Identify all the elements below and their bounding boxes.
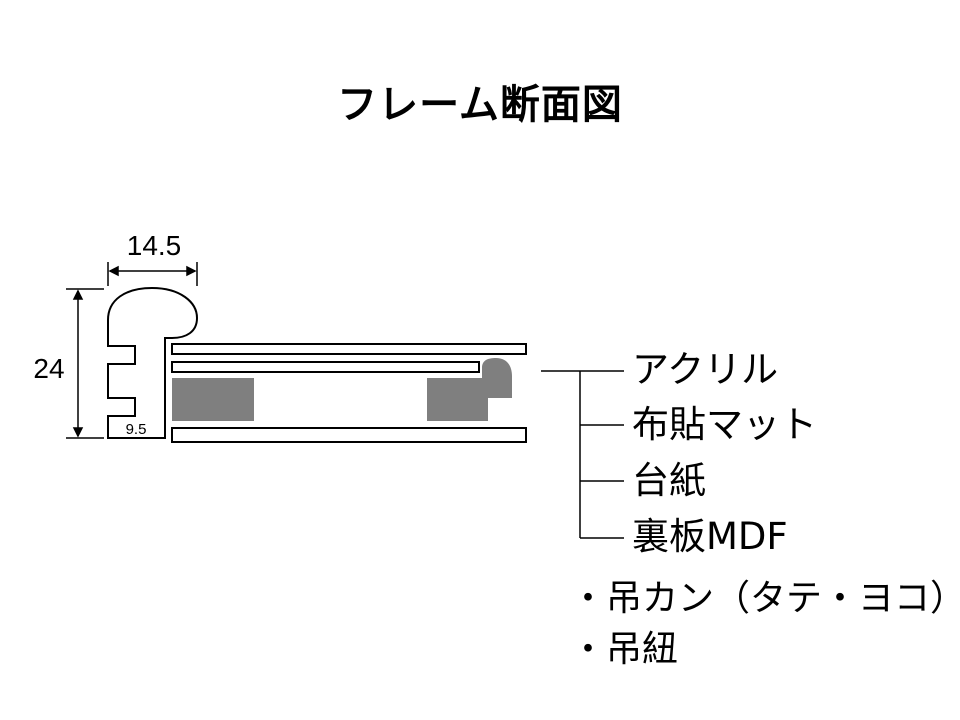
inner-depth-label: 9.5 — [126, 421, 147, 438]
label-acrylic: アクリル — [632, 348, 779, 391]
backing-board-mdf — [171, 427, 527, 443]
mat-spacer-right — [427, 358, 512, 421]
mat-spacer-left — [172, 378, 254, 421]
label-backing-mdf: 裏板MDF — [632, 515, 788, 558]
width-dimension — [107, 262, 198, 286]
acrylic-sheet — [171, 343, 527, 355]
frame-moulding-profile — [107, 286, 199, 439]
height-dimension-label: 24 — [33, 353, 64, 384]
page-title: フレーム断面図 — [337, 82, 623, 128]
label-fabric-mat: 布貼マット — [632, 403, 817, 446]
label-mount-board: 台紙 — [632, 459, 706, 502]
mat-board — [171, 361, 480, 373]
accessory-hanging-ring: ・吊カン（タテ・ヨコ） — [570, 578, 960, 619]
width-dimension-label: 14.5 — [127, 230, 182, 261]
height-dimension — [66, 288, 104, 439]
label-leader-lines — [541, 370, 624, 539]
accessory-hanging-cord: ・吊紐 — [570, 629, 679, 670]
